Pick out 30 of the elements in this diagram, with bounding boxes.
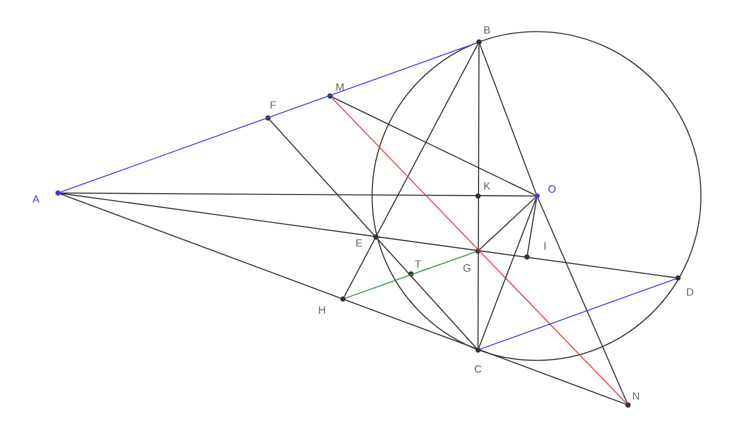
line-segment <box>60 192 676 278</box>
line-segment <box>332 98 626 404</box>
point-label: D <box>687 288 694 296</box>
point-label: G <box>463 264 470 272</box>
line-segment <box>60 194 626 404</box>
line-segment <box>332 96 535 196</box>
point-label: A <box>32 195 40 203</box>
line-segment <box>344 44 478 297</box>
line-segment <box>480 278 676 350</box>
line-segment <box>270 120 476 348</box>
line-segment <box>480 44 536 194</box>
point-label: K <box>484 182 490 190</box>
point-label: T <box>415 260 421 268</box>
point-label: E <box>356 239 362 247</box>
point-label: H <box>319 306 325 314</box>
line-segment <box>345 252 476 298</box>
point-label: F <box>270 101 276 109</box>
line-segment <box>526 198 538 254</box>
line-segment <box>60 42 477 192</box>
line-segment <box>477 44 480 348</box>
point-label: M <box>336 83 344 91</box>
line-segment <box>480 198 536 250</box>
line-segment <box>478 198 536 348</box>
point-label: C <box>474 365 482 373</box>
point-label: O <box>548 185 556 193</box>
point-label: N <box>633 392 639 400</box>
point-label: I <box>544 242 546 250</box>
point-label: B <box>484 26 490 34</box>
line-segment <box>60 192 534 196</box>
line-segment <box>538 198 628 403</box>
